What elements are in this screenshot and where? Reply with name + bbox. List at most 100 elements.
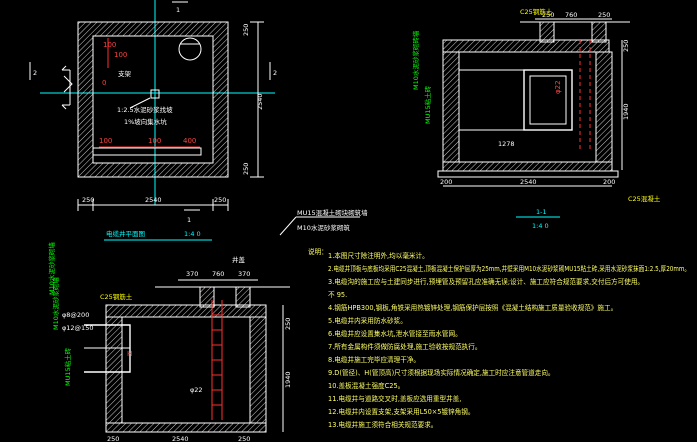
plan-dim-top-small: 100 bbox=[103, 41, 116, 49]
s11-neck-left bbox=[539, 21, 555, 43]
plan-layer-label: 1:2.5水泥砂浆找坡 bbox=[117, 105, 173, 114]
plan-section-bottom-label: 1 bbox=[187, 216, 191, 224]
note-item: 13.电缆井施工须符合相关规范要求。 bbox=[328, 420, 437, 429]
note-item: 3.电缆沟的施工应与土建同步进行,预埋管及预留孔应准确无误;设计、施工应符合规范… bbox=[328, 277, 644, 286]
plan-pipe-opening bbox=[61, 65, 71, 110]
s22-pipe-mid: φ12@150 bbox=[62, 324, 93, 332]
s22-dim-top-1: 370 bbox=[186, 270, 198, 278]
s11-c25-right: C25混凝土 bbox=[628, 194, 661, 203]
s11-scale: 1:4 0 bbox=[532, 222, 549, 230]
plan-wall-frame bbox=[77, 21, 229, 178]
s22-side-label-2: MU15粘土砖 bbox=[63, 347, 72, 386]
s11-neck-right bbox=[591, 21, 607, 43]
note-item: 6.电缆井应设置集水坑,泄水管接至雨水管网。 bbox=[328, 329, 462, 338]
note-item: 9.D(管径)、H(管顶高)尺寸须根据现场实际情况确定,施工时应注意管道走向。 bbox=[328, 368, 555, 377]
s22-dim-right-2: 1940 bbox=[284, 371, 292, 388]
plan-support-label: 支架 bbox=[118, 69, 132, 78]
s22-cover: 井盖 bbox=[232, 255, 246, 264]
s22-neck-right bbox=[235, 286, 251, 308]
s11-top-slab bbox=[442, 39, 610, 53]
note-item: 12.电缆井内设置支架,支架采用L50×5镀锌角钢。 bbox=[328, 407, 474, 416]
s22-wall-right bbox=[249, 316, 267, 424]
s22-dim-bottom-1: 250 bbox=[107, 435, 119, 442]
s11-dim-top-2: 760 bbox=[565, 11, 577, 19]
plan-cut-left-label: 2 bbox=[33, 69, 37, 77]
s22-side-label-1: M10水泥砂浆砌墙 bbox=[47, 242, 56, 295]
plan-sump-pit bbox=[178, 37, 202, 61]
plan-view: 1 1 2 2 100 100 0 100 400 100 支架 1:2.5水泥… bbox=[29, 0, 277, 241]
note-item: 2.电缆井顶板与底板均采用C25混凝土,顶板混凝土保护层厚为25mm,井壁采用M… bbox=[328, 264, 690, 273]
note-item: 5.电缆井内采用防水砂浆。 bbox=[328, 316, 407, 325]
s22-h-label: H bbox=[127, 350, 132, 358]
plan-section-top-label: 1 bbox=[176, 6, 180, 14]
s22-top-slab bbox=[105, 304, 267, 318]
plan-layer-label-2: 1%坡向集水坑 bbox=[124, 117, 167, 126]
s11-title: 1-1 bbox=[536, 208, 547, 216]
s11-wall-left bbox=[442, 51, 460, 163]
s11-dim-inner: 1278 bbox=[498, 140, 515, 148]
note-item: 7.所有金属构件须做防腐处理,施工验收按规范执行。 bbox=[328, 342, 481, 351]
note-item: 10.盖板混凝土强度C25。 bbox=[328, 381, 404, 390]
s22-dim-bottom-2: 2540 bbox=[172, 435, 189, 442]
plan-dim-left-small: 100 bbox=[114, 51, 127, 59]
note-item: 4.钢筋HPB300,钢板,角铁采用热镀锌处理,钢筋保护层按照《混凝土结构施工质… bbox=[328, 303, 617, 312]
plan-dim-height-bottom: 250 bbox=[242, 163, 250, 175]
plan-dim-bottom-b: 400 bbox=[183, 137, 196, 145]
s22-side-label-3: M10水泥砂浆砌墙 bbox=[51, 277, 60, 330]
s22-wall-left bbox=[105, 316, 123, 424]
plan-scale: 1:4 0 bbox=[184, 230, 201, 238]
plan-dim-width-middle: 2540 bbox=[145, 196, 162, 204]
s22-callout-b: M10水泥砂浆砌筑 bbox=[297, 223, 350, 232]
s22-dim-top-3: 370 bbox=[238, 270, 250, 278]
s11-bottom-slab bbox=[442, 161, 613, 172]
note-item: 8.电缆井施工完毕应清理干净。 bbox=[328, 355, 420, 364]
plan-dim-height: 2540 bbox=[256, 93, 264, 110]
plan-bottom-support bbox=[92, 147, 202, 156]
s11-cushion bbox=[437, 170, 619, 178]
s11-dim-bottom-1: 200 bbox=[440, 178, 452, 186]
plan-dim-bottom-left: 100 bbox=[99, 137, 112, 145]
plan-break-line bbox=[63, 75, 73, 93]
note-item: 不 95. bbox=[328, 291, 347, 299]
s22-pipe-top: φ8@200 bbox=[62, 311, 89, 319]
s22-dim-right-1: 250 bbox=[284, 318, 292, 330]
s11-wall-right bbox=[595, 51, 613, 163]
note-item: 1.本图尺寸除注明外,均以毫米计。 bbox=[328, 251, 429, 260]
section-2-2: MU15混凝土砌块砌筑墙 M10水泥砂浆砌筑 370 760 370 井盖 C2… bbox=[47, 208, 368, 442]
note-item: 11.电缆井与道路交叉时,盖板应选用重型井盖, bbox=[328, 394, 461, 403]
plan-inner-edge bbox=[92, 35, 214, 164]
s11-green-label-2: MU15粘土砖 bbox=[423, 85, 432, 124]
s22-c25: C25钢筋土 bbox=[100, 292, 133, 301]
plan-support-symbol bbox=[150, 89, 160, 99]
s22-bottom-slab bbox=[105, 422, 267, 433]
s11-red-label: φ22 bbox=[554, 80, 562, 94]
notes-title: 说明： bbox=[308, 247, 328, 256]
s11-c25-top: C25钢筋土 bbox=[520, 7, 553, 16]
s11-dim-top-1: 250 bbox=[542, 11, 554, 19]
plan-dim-width-left: 250 bbox=[82, 196, 94, 204]
s22-callout-leader bbox=[279, 216, 297, 236]
s22-ladder-label: φ22 bbox=[190, 386, 203, 394]
s11-pipe-box-inner bbox=[529, 75, 567, 125]
s11-dim-bottom-2: 2540 bbox=[520, 178, 537, 186]
s11-dim-bottom-3: 200 bbox=[603, 178, 615, 186]
plan-dim-width-right: 250 bbox=[214, 196, 226, 204]
section-1-1: M10水泥砂浆砌砖墙 MU15粘土砖 250 760 250 C25钢筋土 φ2… bbox=[411, 7, 661, 230]
s22-dim-top-2: 760 bbox=[212, 270, 224, 278]
plan-cut-right-label: 2 bbox=[273, 69, 277, 77]
s11-dim-right-1: 250 bbox=[622, 40, 630, 52]
s11-green-label-1: M10水泥砂浆砌砖墙 bbox=[411, 30, 420, 90]
notes-block: 说明： 1.本图尺寸除注明外,均以毫米计。 2.电缆井顶板与底板均采用C25混凝… bbox=[308, 247, 690, 429]
plan-dim-bottom-a: 100 bbox=[148, 137, 161, 145]
s22-dim-bottom-3: 250 bbox=[238, 435, 250, 442]
s11-dim-top-3: 250 bbox=[598, 11, 610, 19]
s11-pipe-box bbox=[523, 69, 573, 131]
s22-callout-a: MU15混凝土砌块砌筑墙 bbox=[297, 208, 368, 217]
plan-leader-line bbox=[129, 97, 151, 109]
plan-dim-zero: 0 bbox=[102, 79, 106, 87]
plan-dim-height-top: 250 bbox=[242, 24, 250, 36]
plan-title: 电缆井平面图 bbox=[106, 229, 145, 238]
s11-dim-right-2: 1940 bbox=[622, 103, 630, 120]
s22-ladder bbox=[211, 300, 223, 420]
